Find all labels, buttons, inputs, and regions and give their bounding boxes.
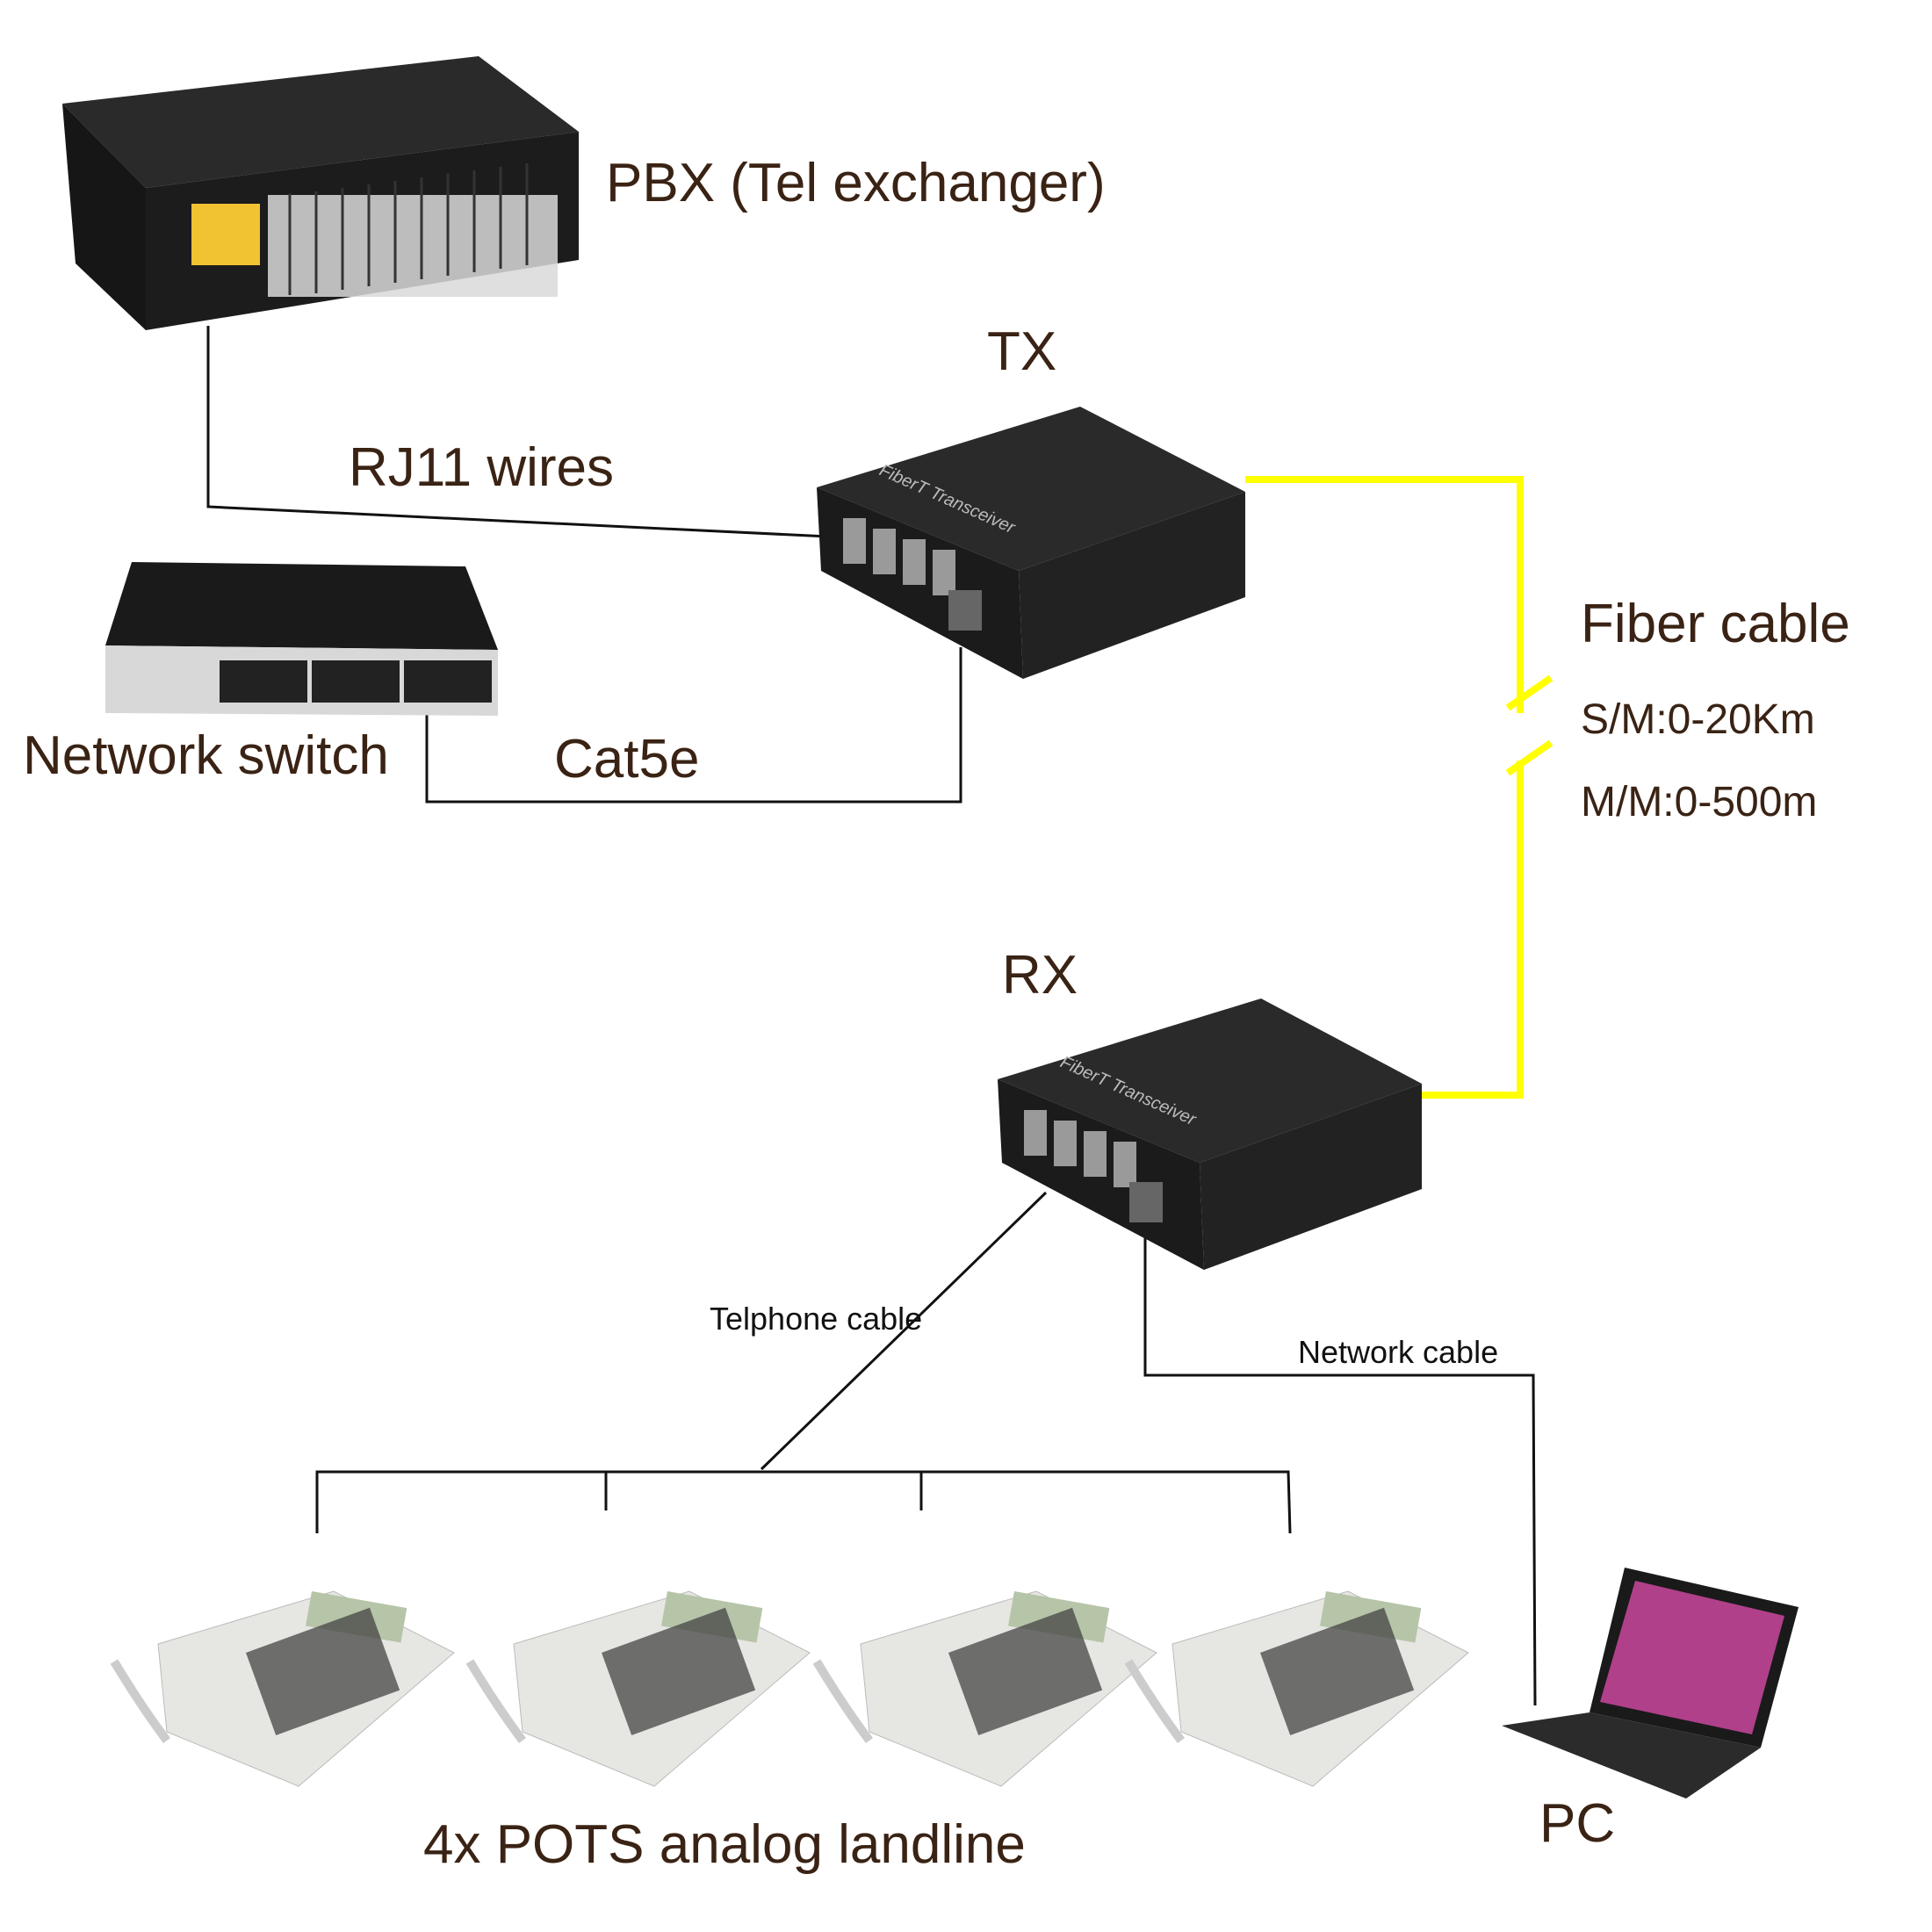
rj11-wire — [206, 326, 847, 539]
phones-label: 4x POTS analog landline — [423, 1814, 1026, 1875]
cat5e-label: Cat5e — [554, 729, 700, 789]
pc-label: PC — [1539, 1793, 1616, 1854]
fiber-cable — [1245, 476, 1554, 1099]
laptop-pc — [1502, 1568, 1799, 1799]
tx-label: TX — [987, 321, 1057, 382]
network-cable-label: Network cable — [1298, 1334, 1499, 1370]
network-switch-label: Network switch — [23, 725, 389, 786]
rx-device: FiberT Transceiver — [998, 998, 1422, 1270]
pbx-label: PBX (Tel exchanger) — [606, 153, 1106, 213]
wires — [206, 326, 1537, 1706]
network-cable — [1143, 1226, 1537, 1706]
tx-device: FiberT Transceiver — [817, 407, 1245, 679]
fiber-cable-label: Fiber cable — [1581, 594, 1850, 654]
network-switch-device — [105, 562, 498, 716]
pbx-device — [62, 56, 579, 330]
phone-bus — [315, 1470, 1292, 1534]
phones — [110, 1590, 1469, 1787]
multi-mode-distance: M/M:0-500m — [1581, 779, 1818, 825]
telephone-cable-label: Telphone cable — [710, 1301, 923, 1337]
single-mode-distance: S/M:0-20Km — [1581, 696, 1815, 743]
rx-label: RX — [1002, 945, 1078, 1006]
phone-1 — [110, 1590, 455, 1787]
telephone-cable — [760, 1191, 1048, 1471]
phone-2 — [465, 1590, 811, 1787]
cat5e-wire — [425, 647, 962, 804]
phone-4 — [1124, 1590, 1469, 1787]
rj11-label: RJ11 wires — [349, 437, 615, 498]
phone-3 — [812, 1590, 1157, 1787]
